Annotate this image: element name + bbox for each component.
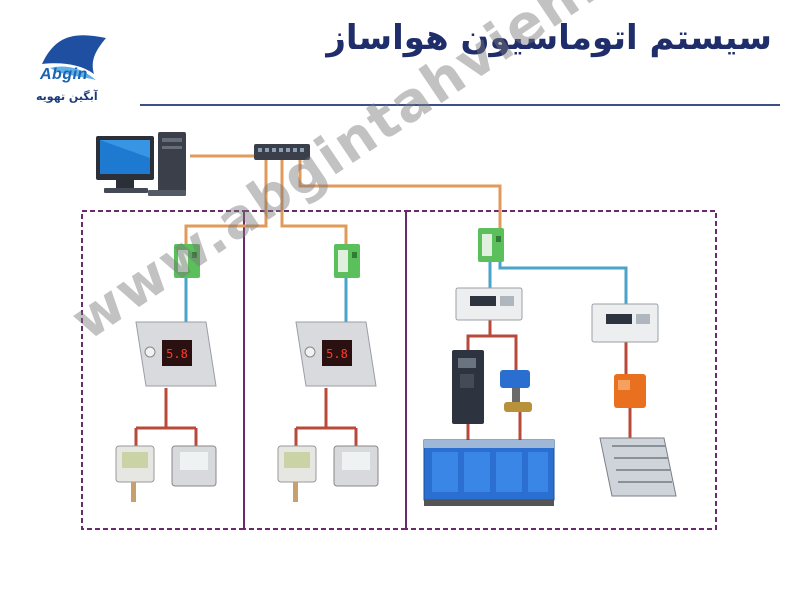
- damper-actuator-icon: [614, 374, 646, 408]
- logo-subtitle: آبگین تهویه: [36, 90, 98, 103]
- ethernet-links: [184, 154, 502, 244]
- room-controller-icon: 5.8: [135, 321, 217, 387]
- logo-wordmark: Abgin: [40, 66, 88, 83]
- zone-3: [405, 210, 717, 530]
- network-switch-icon: [254, 144, 310, 160]
- damper-icon: [599, 437, 677, 497]
- field-links: [134, 320, 632, 446]
- plc-controller-icon: [455, 287, 523, 321]
- bus-links: [184, 262, 628, 322]
- valve-actuator-icon: [500, 370, 532, 412]
- temp-humidity-sensor-icon: [171, 445, 217, 487]
- temp-humidity-sensor-icon: [277, 445, 317, 502]
- panel-readout: 5.8: [326, 347, 348, 361]
- plc-controller-icon: [591, 303, 659, 343]
- panel-readout: 5.8: [166, 347, 188, 361]
- title-underline: [140, 104, 780, 106]
- temp-humidity-sensor-icon: [333, 445, 379, 487]
- air-handling-unit-icon: [423, 439, 555, 506]
- din-gateway-icon: [334, 244, 360, 278]
- company-logo: [42, 35, 106, 80]
- din-gateway-icon: [478, 228, 504, 262]
- vfd-drive-icon: [452, 350, 484, 424]
- temp-humidity-sensor-icon: [115, 445, 155, 502]
- computer-icon: [96, 132, 186, 196]
- din-gateway-icon: [174, 244, 200, 278]
- page-title: سیستم اتوماسیون هواساز: [326, 18, 772, 58]
- zone-boxes: [81, 210, 717, 530]
- room-controller-icon: 5.8: [295, 321, 377, 387]
